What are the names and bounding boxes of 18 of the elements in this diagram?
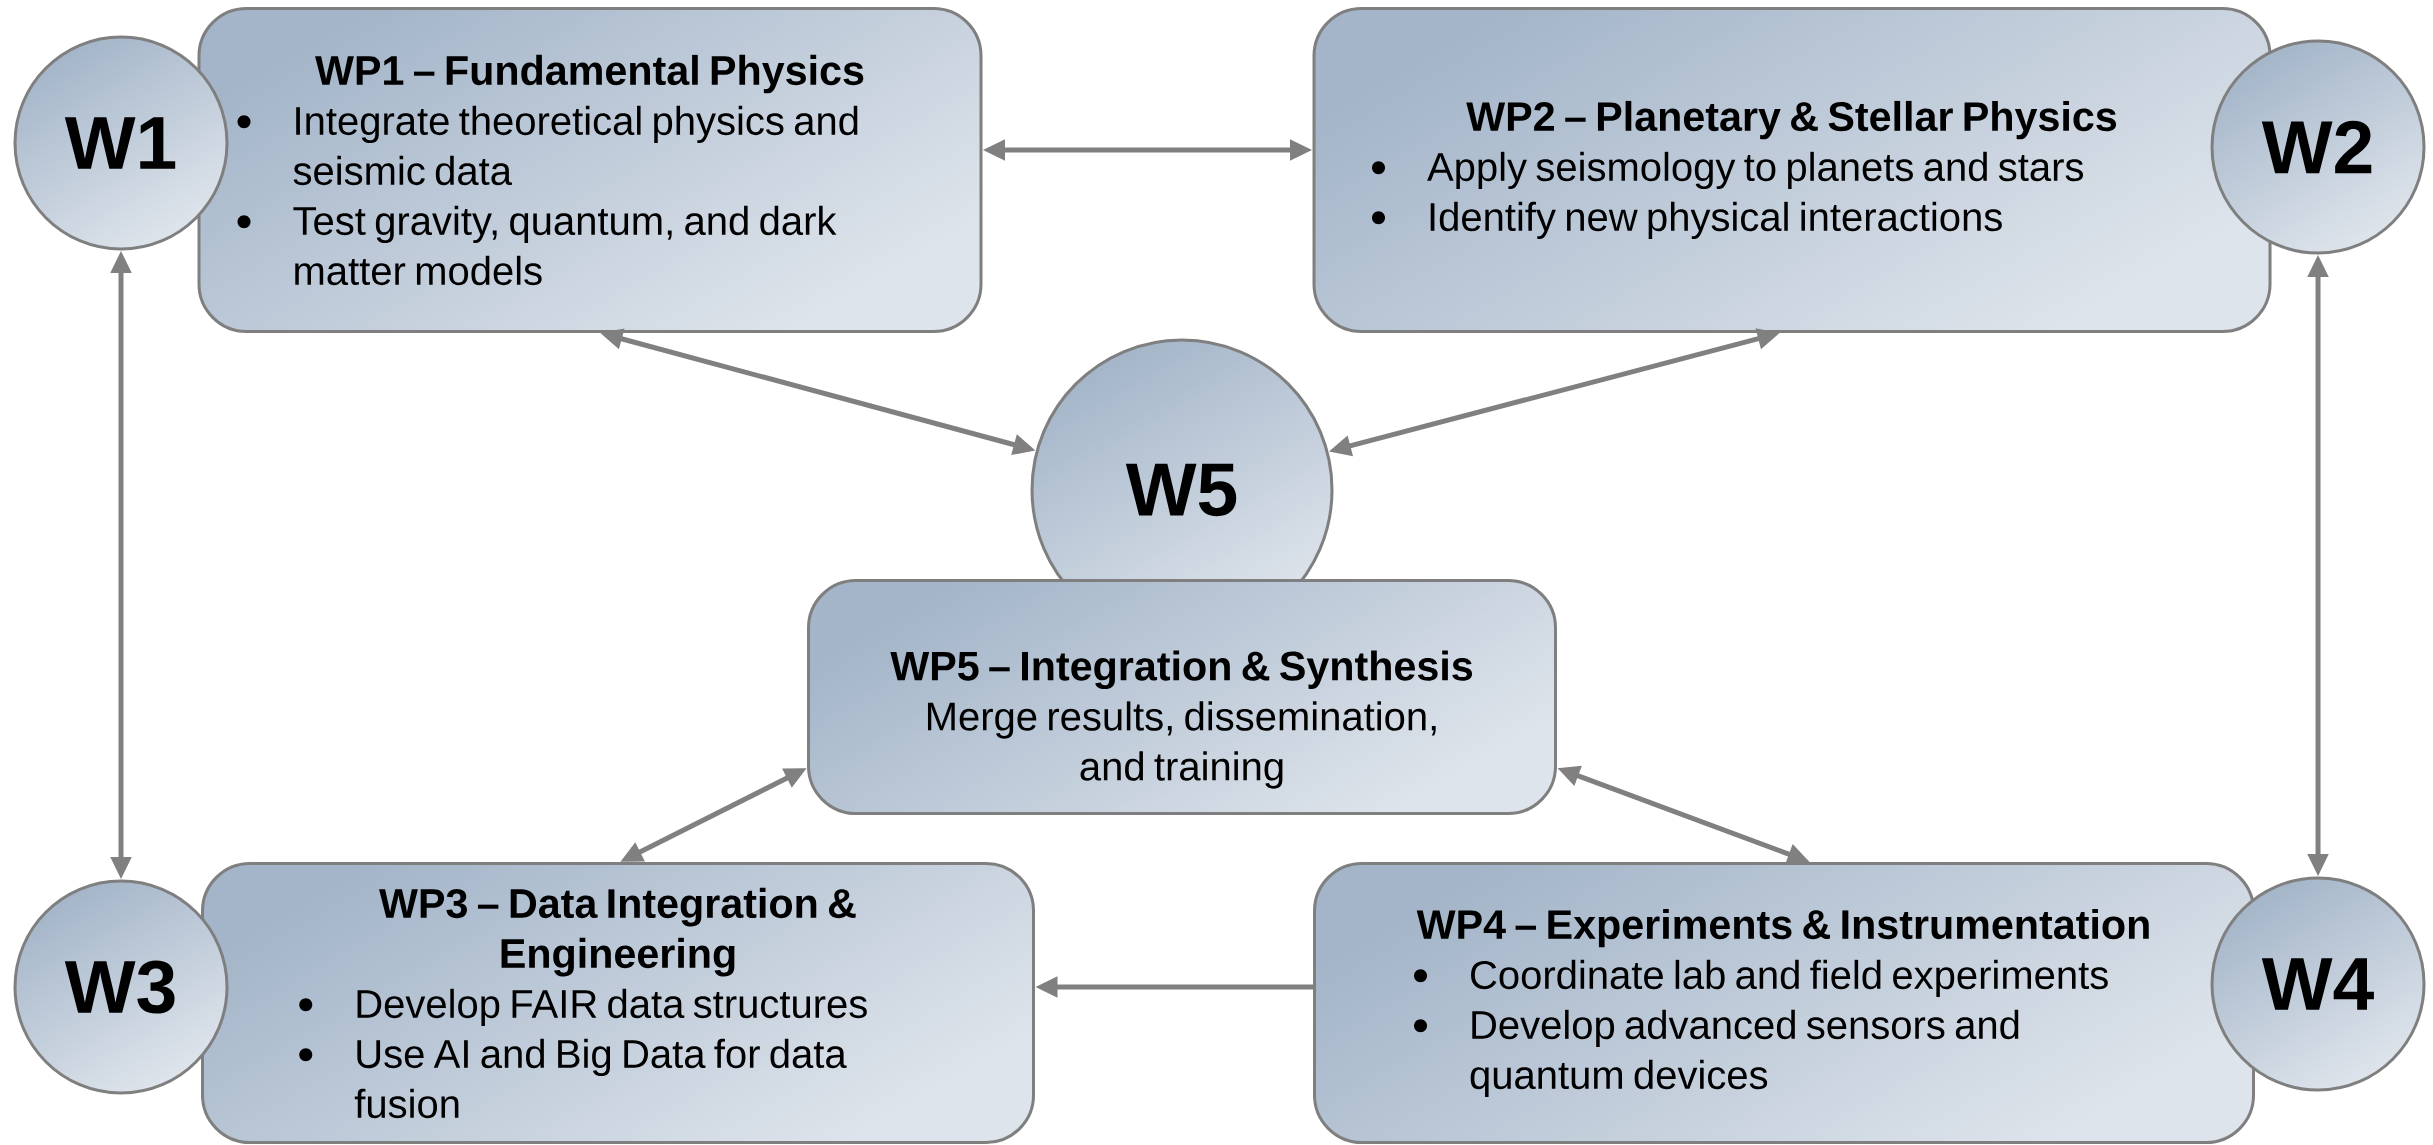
- heading: WP2 – Planetary & Stellar Physics: [1466, 100, 2117, 140]
- process-box: [1313, 862, 2255, 1144]
- bullet-item: Develop FAIR data structures: [299, 988, 867, 1027]
- bullet-item: Apply seismology to planets and stars: [1372, 151, 2083, 190]
- bullet-item: Use AI and Big Data for data fusion: [299, 1038, 847, 1119]
- body-text: Merge results, dissemination, and training: [927, 701, 1436, 789]
- bullet-item: Identify new physical interactions: [1372, 201, 2002, 240]
- process-box: [201, 862, 1035, 1144]
- bullet-item: Integrate theoretical physics and seismic data: [237, 105, 858, 186]
- process-box: [807, 579, 1557, 815]
- heading: WP5 – Integration & Synthesis: [890, 650, 1473, 690]
- heading: WP4 – Experiments & Instrumentation: [1416, 908, 2149, 948]
- bullet-item: Test gravity, quantum, and dark matter models: [237, 205, 837, 286]
- heading: WP3 – Data Integration & Engineering: [379, 887, 856, 977]
- bullet-item: Coordinate lab and field experiments: [1414, 959, 2108, 998]
- heading: WP1 – Fundamental Physics: [315, 54, 864, 94]
- process-box: [197, 7, 983, 333]
- bullet-item: Develop advanced sensors and quantum devices: [1414, 1009, 2019, 1098]
